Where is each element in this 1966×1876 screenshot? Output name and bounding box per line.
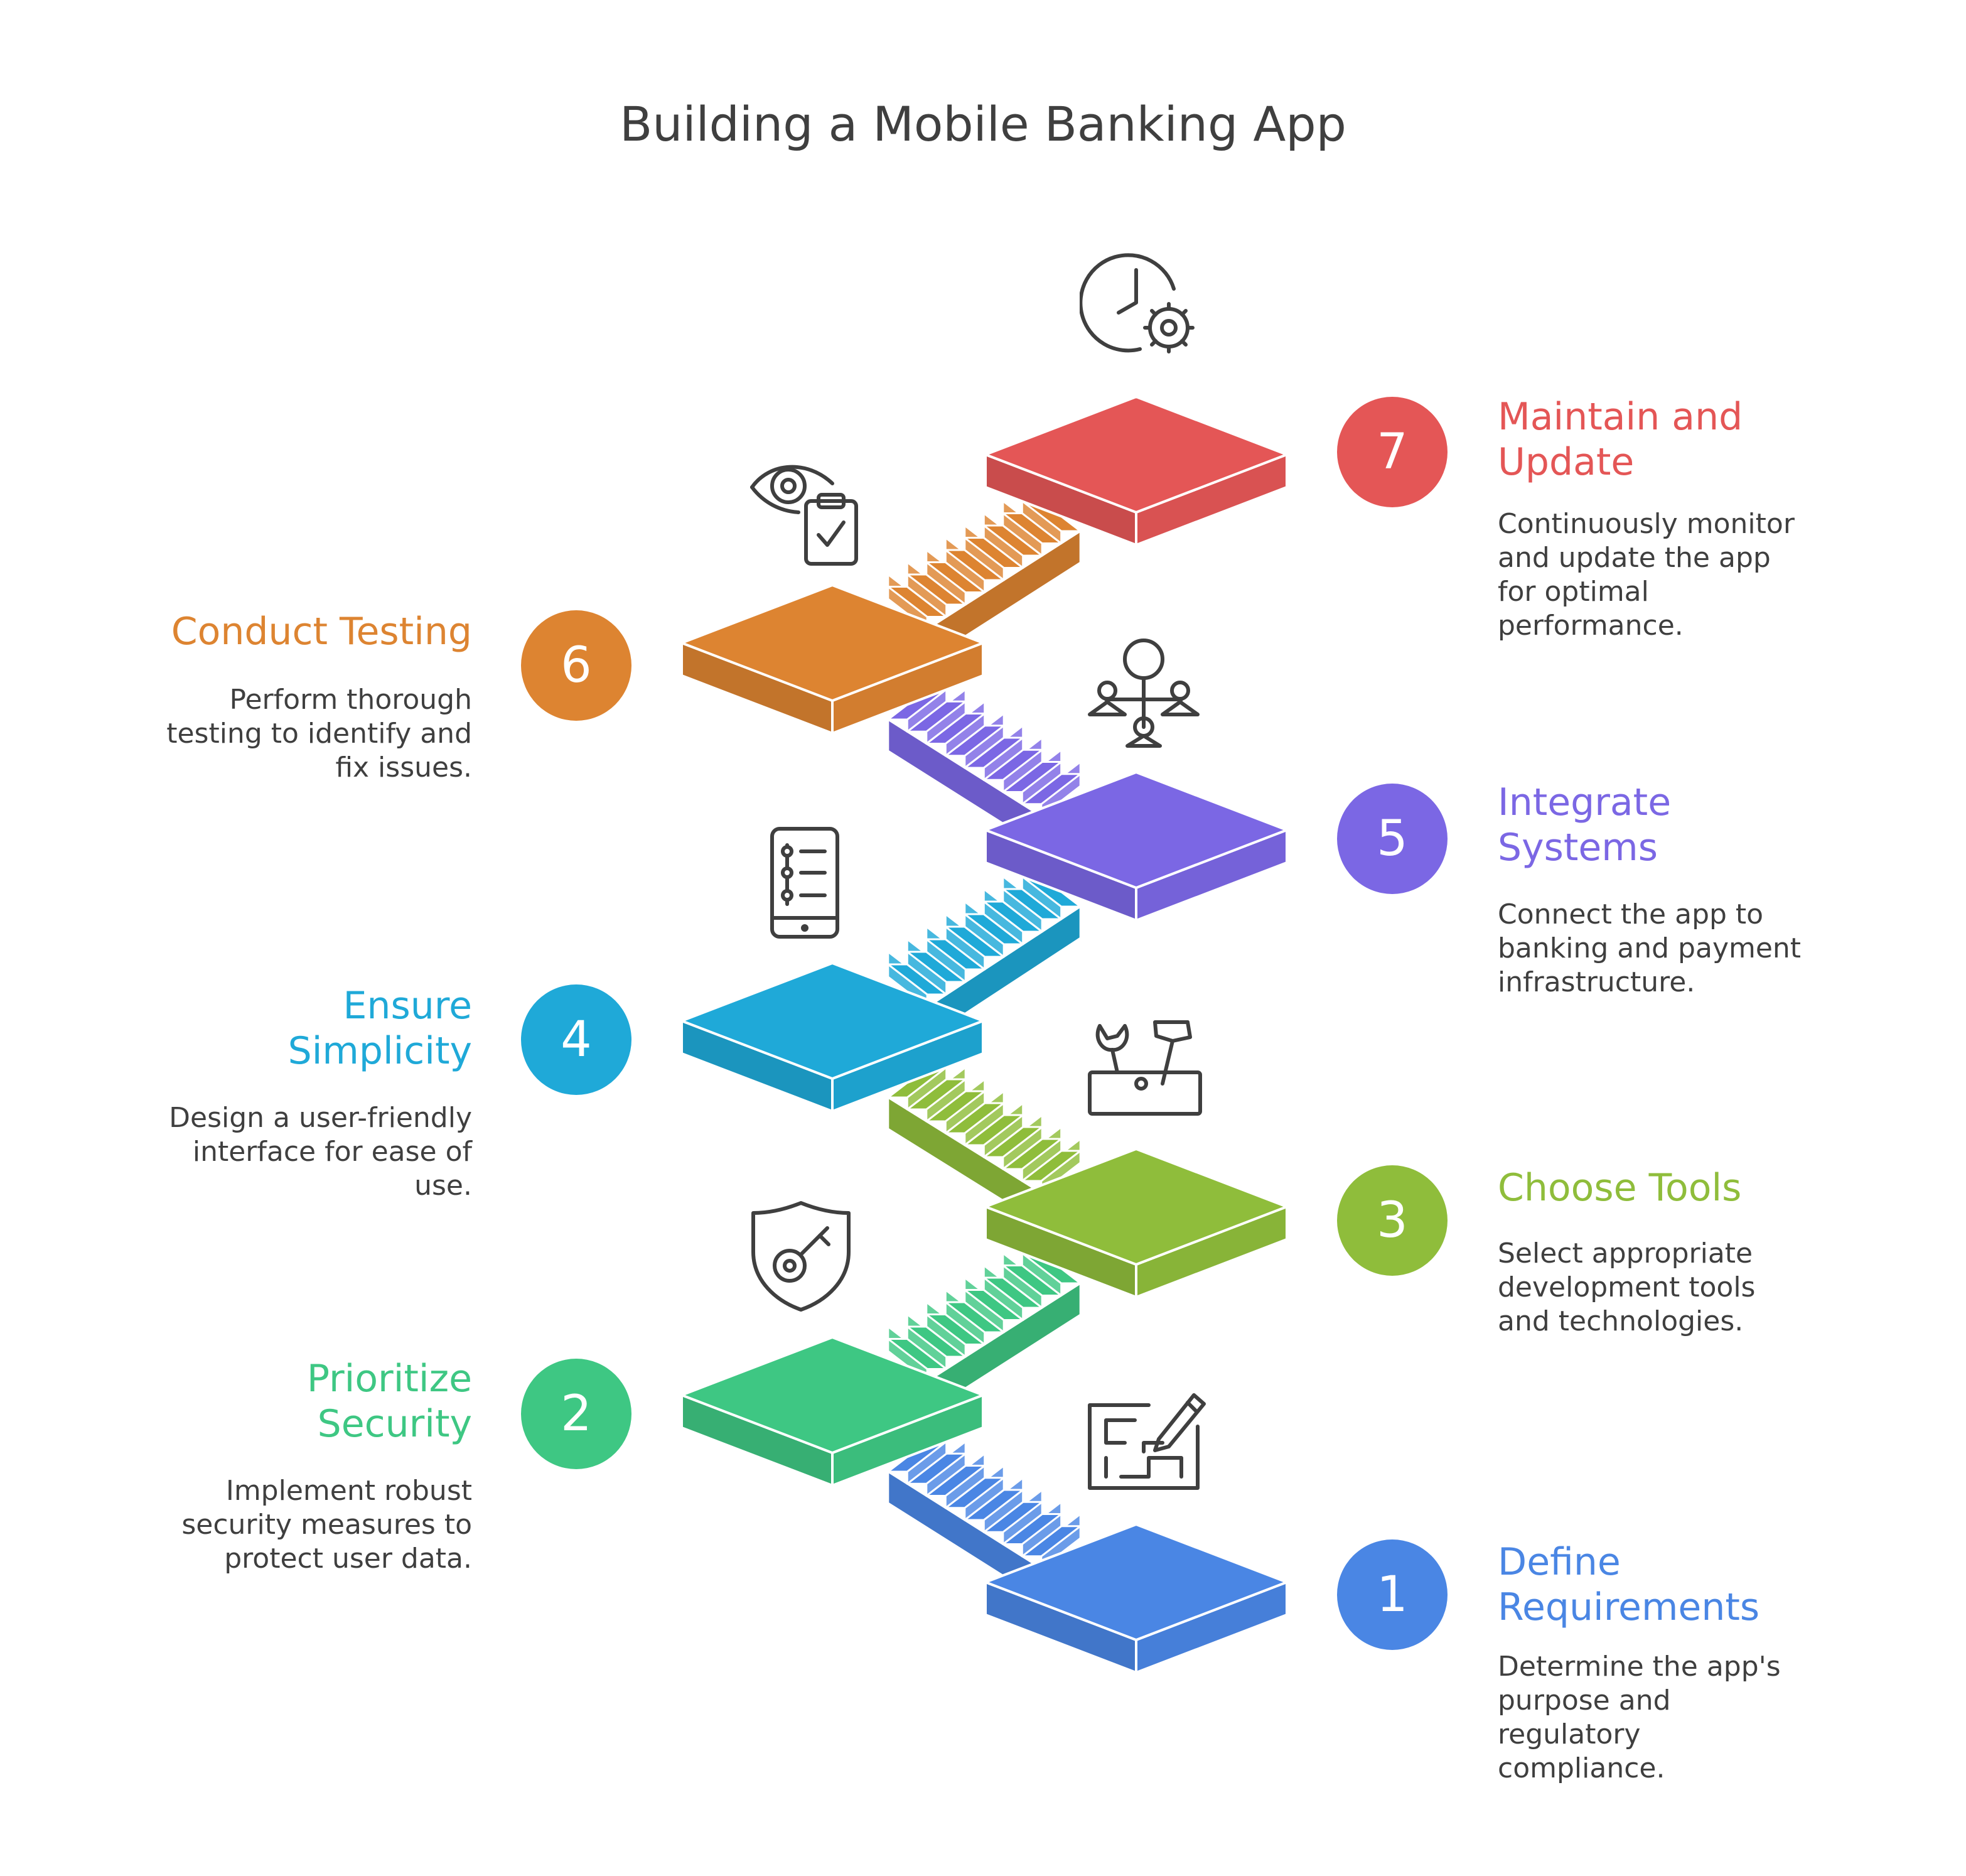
step-2-title-line-1: Prioritize [306,1357,472,1401]
step-5-title-line-1: Integrate [1498,780,1672,824]
network-scale-icon [1088,639,1200,748]
blueprint-pencil-icon [1088,1393,1206,1490]
step-7-platform-top [984,396,1288,514]
step-2-desc-line-2: security measures to [181,1509,472,1541]
step-4-title: Ensure Simplicity [95,983,472,1074]
step-3-desc-line-2: development tools [1498,1271,1756,1303]
step-5-desc-line-2: banking and payment [1498,932,1802,964]
step-6-title: Conduct Testing [95,609,472,654]
step-1-number: 1 [1337,1539,1448,1650]
step-4-platform-top [680,962,984,1080]
step-4-description: Design a user-friendly interface for eas… [95,1101,472,1203]
step-6-platform-top [680,584,984,702]
step-4-desc-line-3: use. [414,1170,472,1202]
step-2-title-line-2: Security [317,1402,472,1446]
step-7-desc-line-1: Continuously monitor [1498,508,1795,540]
step-3-title: Choose Tools [1498,1165,1874,1210]
step-1-desc-line-2: purpose and [1498,1685,1671,1717]
step-7-description: Continuously monitor and update the app … [1498,507,1874,643]
toolbox-icon [1088,1020,1202,1116]
step-4-number: 4 [521,984,631,1095]
step-5-desc-line-1: Connect the app to [1498,898,1764,930]
step-6-desc-line-3: fix issues. [335,752,472,784]
step-7-desc-line-2: and update the app [1498,542,1771,574]
step-7-title-line-2: Update [1498,440,1635,484]
step-4-desc-line-2: interface for ease of [192,1136,472,1168]
step-3-description: Select appropriate development tools and… [1498,1237,1874,1339]
step-3-desc-line-1: Select appropriate [1498,1237,1753,1270]
step-6-title-line-1: Conduct Testing [171,610,472,654]
step-2-desc-line-3: protect user data. [224,1543,472,1575]
step-1-description: Determine the app's purpose and regulato… [1498,1650,1874,1786]
page-title: Building a Mobile Banking App [620,96,1346,152]
step-4-title-line-2: Simplicity [287,1029,472,1073]
step-3-desc-line-3: and technologies. [1498,1305,1744,1337]
step-1-title-line-1: Define [1498,1540,1621,1584]
step-5-description: Connect the app to banking and payment i… [1498,898,1874,1000]
step-7-desc-line-3: for optimal [1498,576,1649,608]
step-6-desc-line-2: testing to identify and [166,718,472,750]
step-2-description: Implement robust security measures to pr… [95,1474,472,1576]
step-2-platform-top [680,1336,984,1454]
step-5-desc-line-3: infrastructure. [1498,966,1695,998]
mobile-checklist-icon [770,827,839,939]
step-5-title: Integrate Systems [1498,780,1874,870]
step-3-number: 3 [1337,1165,1448,1276]
shield-key-icon [751,1201,851,1312]
step-4-title-line-1: Ensure [343,984,473,1028]
step-3-title-line-1: Choose Tools [1498,1166,1742,1210]
step-7-number: 7 [1337,397,1448,507]
step-7-title-line-1: Maintain and [1498,395,1743,439]
step-1-title: Define Requirements [1498,1539,1874,1630]
step-1-title-line-2: Requirements [1498,1585,1760,1629]
step-6-desc-line-1: Perform thorough [229,684,472,716]
step-6-number: 6 [521,610,631,721]
step-1-desc-line-1: Determine the app's [1498,1651,1781,1683]
step-3-platform-top [984,1148,1288,1266]
step-5-platform-top [984,771,1288,889]
clock-gear-icon [1080,253,1195,353]
eye-clipboard-icon [750,465,858,566]
step-6-description: Perform thorough testing to identify and… [95,683,472,785]
step-2-title: Prioritize Security [95,1356,472,1447]
step-1-platform-top [984,1523,1288,1641]
step-7-title: Maintain and Update [1498,394,1874,485]
step-5-number: 5 [1337,784,1448,894]
step-5-title-line-2: Systems [1498,826,1658,870]
step-1-desc-line-4: compliance. [1498,1752,1665,1784]
step-1-desc-line-3: regulatory [1498,1718,1641,1750]
step-4-desc-line-1: Design a user-friendly [169,1102,472,1134]
step-7-desc-line-4: performance. [1498,610,1684,642]
step-2-number: 2 [521,1359,631,1469]
step-2-desc-line-1: Implement robust [225,1475,472,1507]
